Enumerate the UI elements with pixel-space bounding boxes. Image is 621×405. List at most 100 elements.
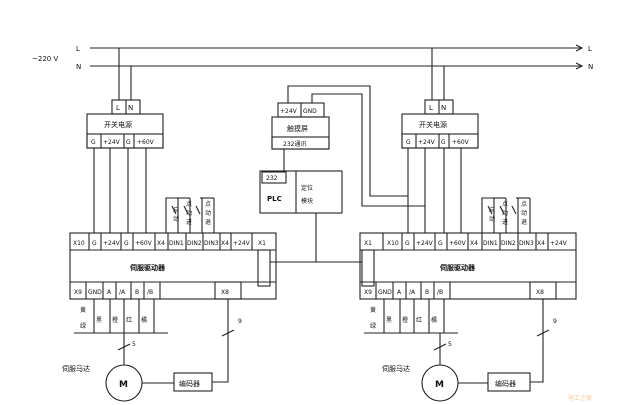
psu-right-n: N [441,104,446,112]
wire-right-yg-b: 绿 [370,322,376,330]
driver-right-x10: X10 [387,240,399,247]
driver-left-x4: X4 [157,240,165,247]
wire-right-red: 红 [416,316,422,324]
switch-right-start-a: 启 [489,206,495,214]
mains-n-right: N [588,63,593,71]
plc-positioning-a: 定位 [301,184,313,192]
switch-left-start-b: 动 [173,216,179,223]
driver-right-x9: X9 [364,289,372,296]
psu-right-pin-g1: G [406,139,411,146]
driver-left-x8: X8 [221,289,229,296]
driver-right-pin-g2: G [438,240,443,247]
motor-left-symbol: M [119,380,128,390]
driver-right-pin-g1: G [405,240,410,247]
switch-left-start-a: 启 [173,206,179,214]
psu-right-title: 开关电源 [419,120,447,129]
driver-left-pin-24v: +24V [103,240,121,247]
switch-right-jogr-b: 动 [521,210,527,217]
driver-left-nb: /B [147,289,153,296]
switch-right-jogr-a: 点 [521,200,527,208]
psu-right-pin-g2: G [441,139,446,146]
switches-right: 启 动 点 动 进 点 动 退 [481,197,531,233]
mains-supply-label: ~220 V [32,55,58,63]
switch-left-jogf-b: 动 [186,210,192,217]
driver-left-gnd: GND [88,289,102,296]
driver-left-pin-g2: G [124,240,129,247]
psu-left-pin-60v: +60V [137,139,155,146]
driver-left-a: A [107,289,112,296]
driver-left-pin-60v: +60V [135,240,153,247]
motor-right-label: 伺服马达 [382,364,410,373]
driver-right-x4b: X4 [537,240,545,247]
driver-right-nb: /B [437,289,443,296]
plc-positioning-b: 模块 [301,197,313,205]
wire-left-red: 红 [126,316,132,324]
psu-right-l: L [429,104,433,112]
driver-right-pin-60v: +60V [449,240,467,247]
wire-right-tangerine: 橘 [431,316,437,324]
driver-right-gnd: GND [378,289,392,296]
touchscreen: +24V GND 触摸屏 232通讯 [271,85,425,207]
watermark-text: 电工之家 [568,394,592,402]
motor-right-symbol: M [435,380,444,390]
psu-left-n: N [128,104,133,112]
driver-left-din1: DIN1 [169,240,184,247]
psu-left-pin-24v: +24V [103,139,121,146]
switch-left-jogr-a: 点 [205,200,211,208]
motor-right: M 伺服马达 编码器 [382,364,531,402]
wire-left-black: 黑 [96,317,102,324]
psu-left: L N 开关电源 G +24V G +60V [86,48,164,233]
psu-right-pin-60v: +60V [452,139,470,146]
touchscreen-comm: 232通讯 [283,140,306,148]
driver-right-din3: DIN3 [519,240,534,247]
wire-left-tangerine: 橘 [141,316,147,324]
driver-left-pin-g1: G [92,240,97,247]
cable-left-5: 5 [132,341,136,348]
driver-left-title: 伺服驱动器 [129,263,166,272]
wire-right-orange: 橙 [402,316,408,324]
driver-right-b: B [425,289,429,296]
motor-left: M 伺服马达 编码器 [62,364,213,402]
mains-l-right: L [588,45,592,53]
mains-l-left: L [76,45,80,53]
wire-left-yg-a: 黄 [80,306,86,314]
switch-right-jogf-a: 点 [502,200,508,208]
driver-right-x8: X8 [536,289,544,296]
driver-right-x4: X4 [470,240,478,247]
psu-right-pin-24v: +24V [418,139,436,146]
driver-right-a: A [397,289,402,296]
psu-left-l: L [116,104,120,112]
driver-left-24v: +24V [233,240,251,247]
wire-right-black: 黑 [386,317,392,324]
psu-left-title: 开关电源 [104,120,132,129]
servo-driver-right: X1 X10 G +24V G +60V X4 DIN1 DIN2 DIN3 X… [359,232,577,383]
driver-right-pin-24v: +24V [416,240,434,247]
touchscreen-title: 触摸屏 [287,124,308,133]
driver-right-na: /A [409,289,416,296]
switch-right-start-b: 动 [489,216,495,223]
encoder-left-label: 编码器 [179,379,200,388]
motor-left-label: 伺服马达 [62,364,90,373]
switch-left-jogf-a: 点 [186,200,192,208]
driver-left-na: /A [119,289,126,296]
servo-driver-left: X10 G +24V G +60V X4 DIN1 DIN2 DIN3 X4 +… [69,232,277,383]
psu-left-pin-g2: G [126,139,131,146]
switch-right-jogr-c: 退 [521,218,527,226]
driver-right-title: 伺服驱动器 [439,263,476,272]
driver-left-x9: X9 [74,289,82,296]
driver-right-x1: X1 [364,240,372,247]
switch-left-jogr-c: 退 [205,218,211,226]
driver-left-din2: DIN2 [187,240,202,247]
driver-right-din1: DIN1 [483,240,498,247]
cable-right-9: 9 [553,318,557,325]
driver-right-din2: DIN2 [501,240,516,247]
plc: 232 PLC 定位 模块 [259,170,362,263]
driver-right-24v: +24V [550,240,568,247]
driver-left-din3: DIN3 [204,240,219,247]
driver-left-x1: X1 [258,240,266,247]
encoder-right-label: 编码器 [495,379,516,388]
plc-port: 232 [266,175,278,182]
wire-right-yg-a: 黄 [370,306,376,314]
mains-lines: L N ~220 V L N [32,44,593,71]
driver-left-x10: X10 [73,240,85,247]
